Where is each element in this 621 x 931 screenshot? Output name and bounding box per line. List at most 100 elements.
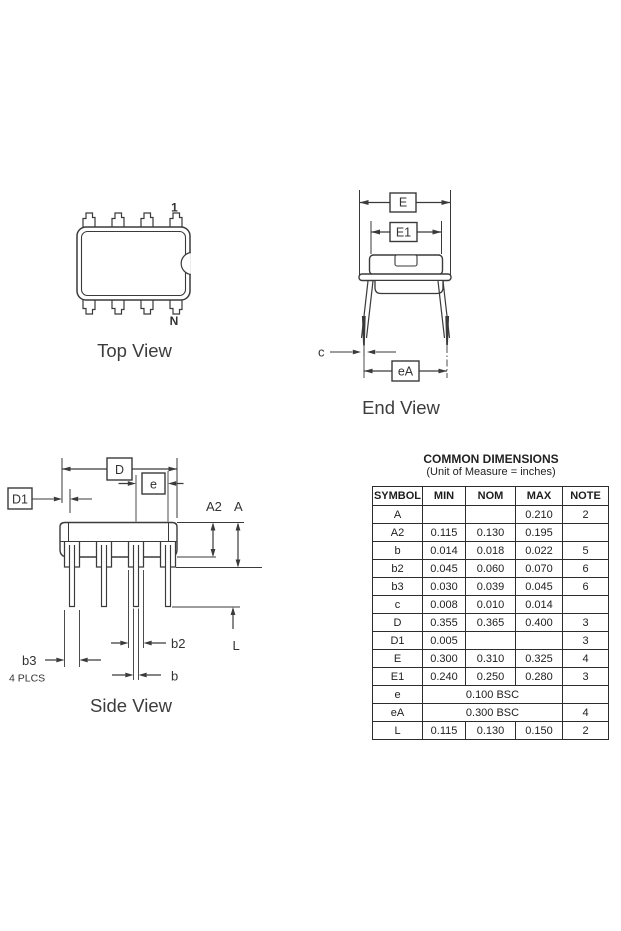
table-cell: D xyxy=(372,613,423,632)
common-dimensions-section: COMMON DIMENSIONS (Unit of Measure = inc… xyxy=(372,452,610,740)
table-cell: 0.100 BSC xyxy=(422,685,563,704)
table-cell: 0.115 xyxy=(422,721,466,740)
dim-c: c xyxy=(318,345,396,360)
table-cell: 5 xyxy=(562,541,609,560)
table-cell: 0.250 xyxy=(465,667,516,686)
table-cell: 0.310 xyxy=(465,649,516,668)
table-cell: 0.030 xyxy=(422,577,466,596)
dim-eA: eA xyxy=(363,349,447,382)
dim-E1: E1 xyxy=(370,221,442,254)
table-cell: 0.355 xyxy=(422,613,466,632)
svg-text:A: A xyxy=(234,499,243,514)
table-header-cell: MAX xyxy=(515,486,563,506)
pin1-number: 1 xyxy=(171,201,178,215)
table-cell: 2 xyxy=(562,721,609,740)
table-cell xyxy=(465,505,516,524)
table-cell: 0.195 xyxy=(515,523,563,542)
top-view-pins-bottom xyxy=(82,300,183,315)
table-cell: L xyxy=(372,721,423,740)
table-cell: 0.115 xyxy=(422,523,466,542)
table-cell xyxy=(562,523,609,542)
table-cell: 0.010 xyxy=(465,595,516,614)
table-cell: D1 xyxy=(372,631,423,650)
table-subtitle: (Unit of Measure = inches) xyxy=(426,466,556,478)
table-cell: 0.210 xyxy=(515,505,563,524)
table-cell: 3 xyxy=(562,667,609,686)
table-cell: 0.045 xyxy=(422,559,466,578)
table-header-cell: NOM xyxy=(465,486,516,506)
svg-text:eA: eA xyxy=(398,365,414,379)
dim-D1: D1 xyxy=(7,487,92,513)
table-cell: 0.325 xyxy=(515,649,563,668)
end-body-flange xyxy=(358,273,452,282)
table-cell: 6 xyxy=(562,559,609,578)
table-cell xyxy=(562,595,609,614)
end-lead-right xyxy=(437,280,451,378)
table-cell: 0.130 xyxy=(465,721,516,740)
table-cell: b2 xyxy=(372,559,423,578)
end-body-lower xyxy=(374,281,444,295)
dim-b3: b3 4 PLCS xyxy=(9,610,101,685)
table-cell: 0.022 xyxy=(515,541,563,560)
side-lead-shoulders xyxy=(63,541,177,568)
table-cell: b xyxy=(372,541,423,560)
table-cell: 2 xyxy=(562,505,609,524)
svg-text:D1: D1 xyxy=(12,493,28,507)
table-cell xyxy=(422,505,466,524)
table-cell: 0.150 xyxy=(515,721,563,740)
table-cell: A xyxy=(372,505,423,524)
end-lead-left xyxy=(360,280,374,357)
table-cell: E xyxy=(372,649,423,668)
table-cell: 0.039 xyxy=(465,577,516,596)
end-view: E E1 c xyxy=(318,190,452,418)
table-cell: eA xyxy=(372,703,423,722)
dim-E: E xyxy=(359,190,451,277)
table-header-row: SYMBOL MIN NOM MAX NOTE xyxy=(372,486,609,506)
pin1-notch xyxy=(180,251,191,276)
svg-text:b: b xyxy=(171,669,178,684)
table-cell: 6 xyxy=(562,577,609,596)
table-cell: 4 xyxy=(562,649,609,668)
table-cell: 3 xyxy=(562,631,609,650)
table-cell: e xyxy=(372,685,423,704)
table-cell: E1 xyxy=(372,667,423,686)
svg-text:b2: b2 xyxy=(171,636,185,651)
table-cell: 0.300 BSC xyxy=(422,703,563,722)
table-cell xyxy=(562,685,609,704)
table-cell: 0.130 xyxy=(465,523,516,542)
table-cell: 4 xyxy=(562,703,609,722)
table-cell xyxy=(465,631,516,650)
dim-e: e xyxy=(118,471,184,522)
end-body-tab xyxy=(394,254,418,267)
table-header-cell: SYMBOL xyxy=(372,486,423,506)
table-cell: 0.014 xyxy=(422,541,466,560)
table-cell: c xyxy=(372,595,423,614)
table-cell: 0.365 xyxy=(465,613,516,632)
table-cell: b3 xyxy=(372,577,423,596)
svg-text:A2: A2 xyxy=(206,499,222,514)
table-cell: 0.008 xyxy=(422,595,466,614)
b3-places-note: 4 PLCS xyxy=(9,673,45,685)
table-header-cell: NOTE xyxy=(562,486,609,506)
svg-text:E1: E1 xyxy=(396,226,411,240)
table-cell: 0.280 xyxy=(515,667,563,686)
side-view-caption: Side View xyxy=(90,695,173,716)
svg-text:E: E xyxy=(399,196,407,210)
table-cell: 0.018 xyxy=(465,541,516,560)
side-view: D e D1 xyxy=(7,457,262,716)
table-cell: 0.240 xyxy=(422,667,466,686)
table-cell: 0.070 xyxy=(515,559,563,578)
pinN-number: N xyxy=(170,314,179,328)
dim-A-A2-L: A2 A L xyxy=(172,499,262,653)
